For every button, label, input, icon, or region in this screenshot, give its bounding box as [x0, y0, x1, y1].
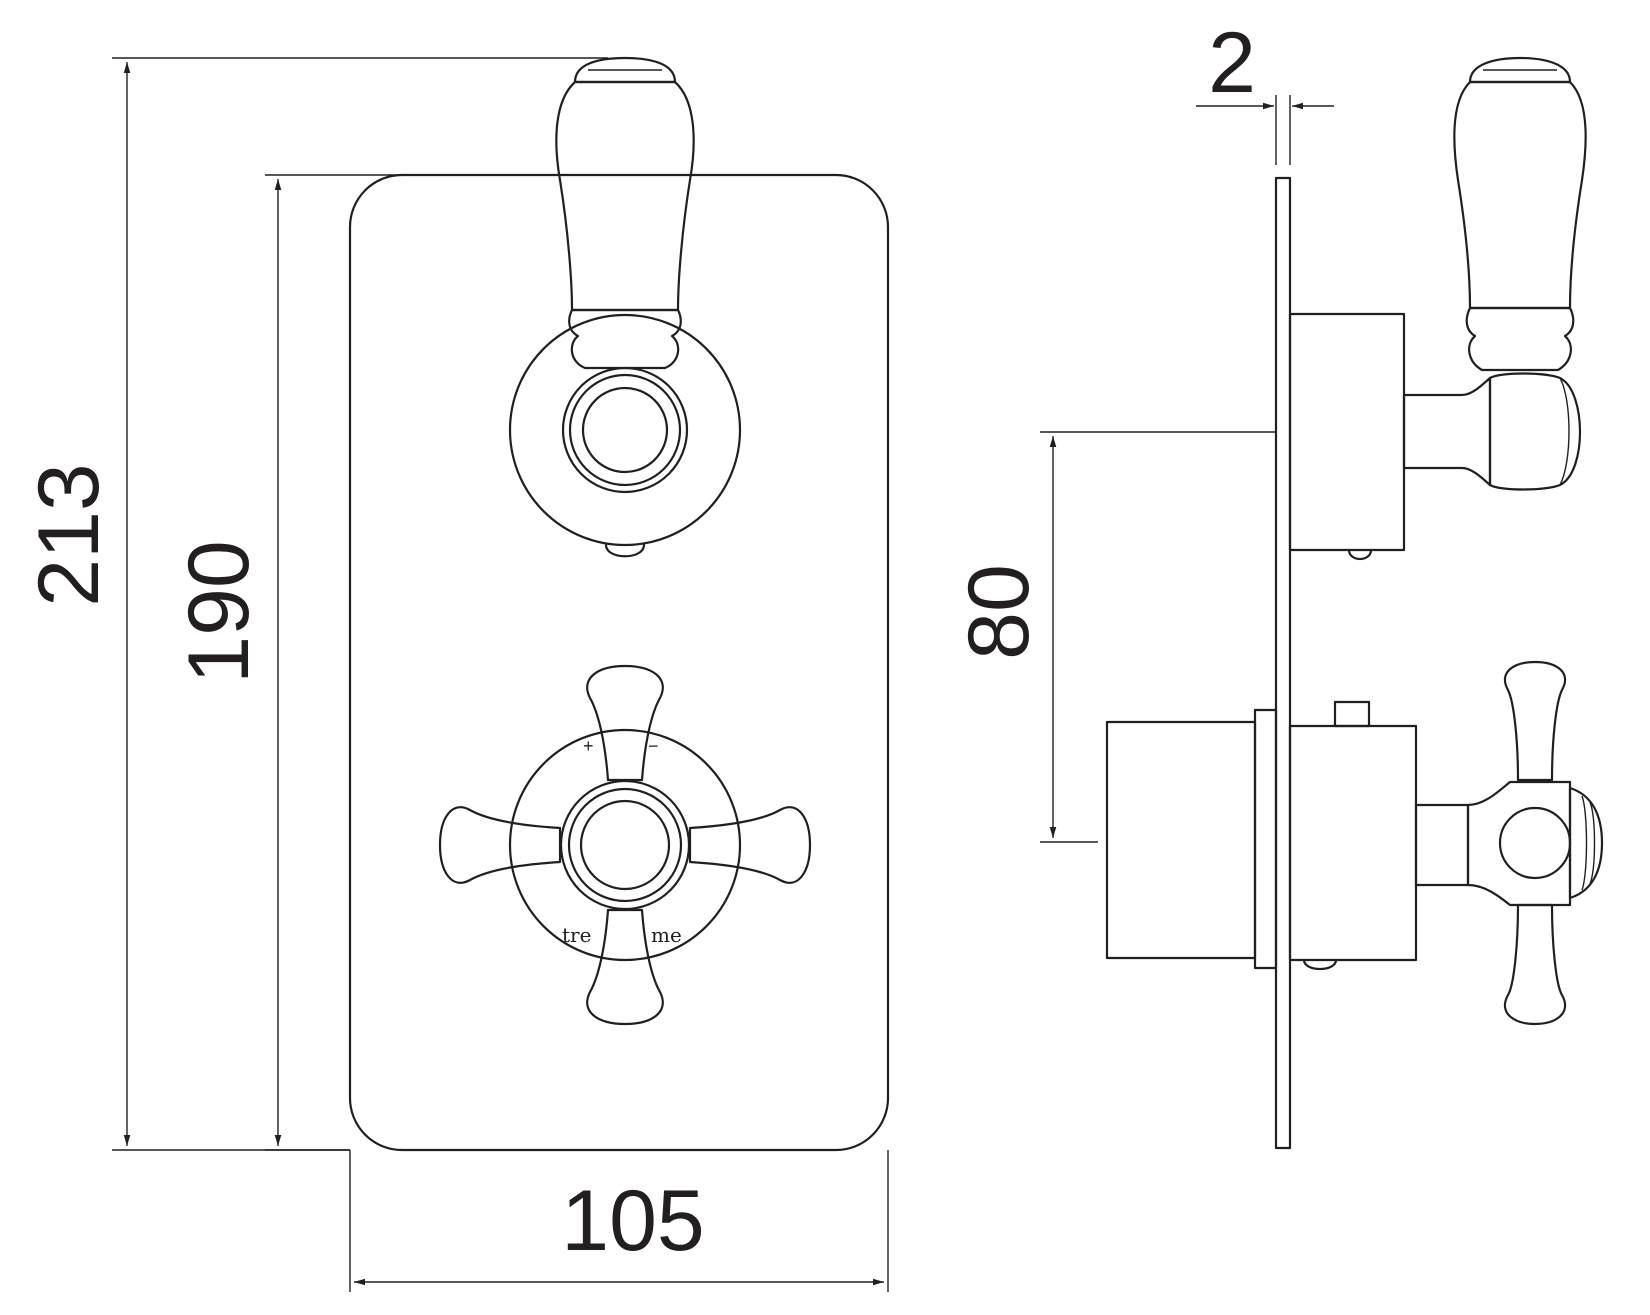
side-lever-collar — [1465, 306, 1575, 372]
dimension-2: 2 — [1196, 15, 1334, 165]
side-rear-body — [1105, 720, 1257, 960]
cross-arm-right — [688, 806, 812, 884]
dimension-2-label: 2 — [1208, 15, 1256, 111]
side-cross-hub — [1466, 780, 1572, 907]
dial-plus-sign: + — [583, 736, 594, 756]
lever-handle-front — [508, 56, 742, 558]
lever-spindle-mid — [568, 373, 682, 487]
cross-handle-front: + − tre me — [438, 664, 812, 1026]
cross-arm-bottom — [586, 908, 664, 1026]
side-lower-assembly — [1105, 660, 1604, 1026]
side-cross-hub-circle — [1498, 806, 1572, 880]
side-lever-stem — [1402, 376, 1492, 487]
dimension-105: 105 — [349, 1150, 889, 1292]
dimension-213-label: 213 — [21, 463, 117, 607]
dimension-213: 213 — [21, 57, 608, 1151]
faceplate-outline — [348, 173, 890, 1152]
lever-rosette — [508, 313, 742, 547]
side-front-body — [1288, 724, 1418, 962]
side-upper-assembly — [1288, 56, 1587, 561]
side-upper-nub — [1347, 548, 1373, 561]
dial-text-left: tre — [562, 923, 591, 947]
cross-hub-mid — [567, 787, 683, 903]
dimension-190: 190 — [171, 174, 398, 1151]
dimension-105-label: 105 — [561, 1173, 705, 1269]
dial-text-right: me — [651, 923, 682, 947]
side-cross-stem — [1414, 803, 1470, 887]
side-cross-endcap — [1568, 786, 1604, 900]
lever-body — [555, 80, 695, 312]
side-faceplate — [1274, 176, 1292, 1150]
cross-rosette — [508, 728, 742, 962]
side-cross-arm-bottom — [1503, 903, 1567, 1026]
front-view: + − tre me — [348, 56, 890, 1152]
cross-arm-left — [438, 806, 562, 884]
side-lever-cap — [1468, 56, 1572, 84]
side-rear-flange — [1253, 708, 1278, 970]
dial-minus-sign: − — [648, 736, 659, 756]
lever-spindle-inner — [581, 386, 669, 474]
dimension-80-label: 80 — [951, 564, 1047, 660]
side-cross-arm-top — [1503, 660, 1567, 782]
lever-bottom-nub — [604, 543, 646, 558]
side-top-button — [1333, 700, 1371, 728]
side-lever-body — [1453, 80, 1587, 310]
lever-spindle-outer — [561, 366, 689, 494]
lever-cap — [573, 56, 677, 84]
side-upper-body — [1288, 312, 1406, 552]
side-lower-nub — [1302, 958, 1338, 971]
dimension-190-label: 190 — [171, 540, 267, 684]
cross-hub-outer — [559, 779, 691, 911]
dimension-80: 80 — [951, 431, 1276, 843]
side-view — [1105, 56, 1604, 1150]
cross-hub-inner — [579, 799, 671, 891]
lever-collar — [568, 308, 682, 370]
cross-arm-top — [586, 664, 664, 782]
side-lever-knob — [1488, 372, 1582, 491]
